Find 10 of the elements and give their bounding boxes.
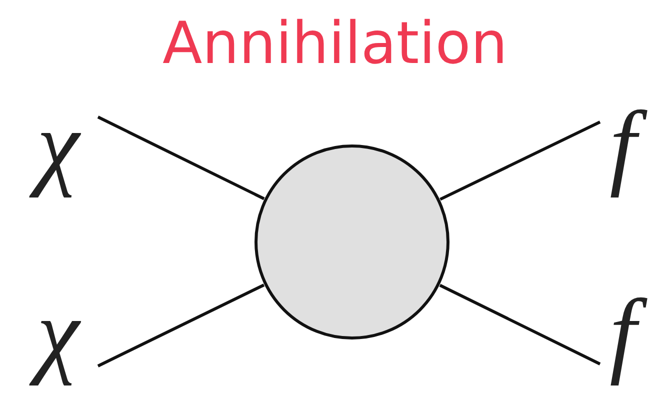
particle-label: f [598,100,648,195]
particle-line [97,116,265,200]
interaction-vertex-circle [254,144,450,340]
particle-label: f [598,288,648,383]
particle-line [97,284,265,368]
particle-label: χ [18,100,98,195]
particle-label: χ [18,288,98,383]
title: Annihilation [162,8,508,78]
particle-line [439,284,601,366]
particle-line [440,120,601,201]
